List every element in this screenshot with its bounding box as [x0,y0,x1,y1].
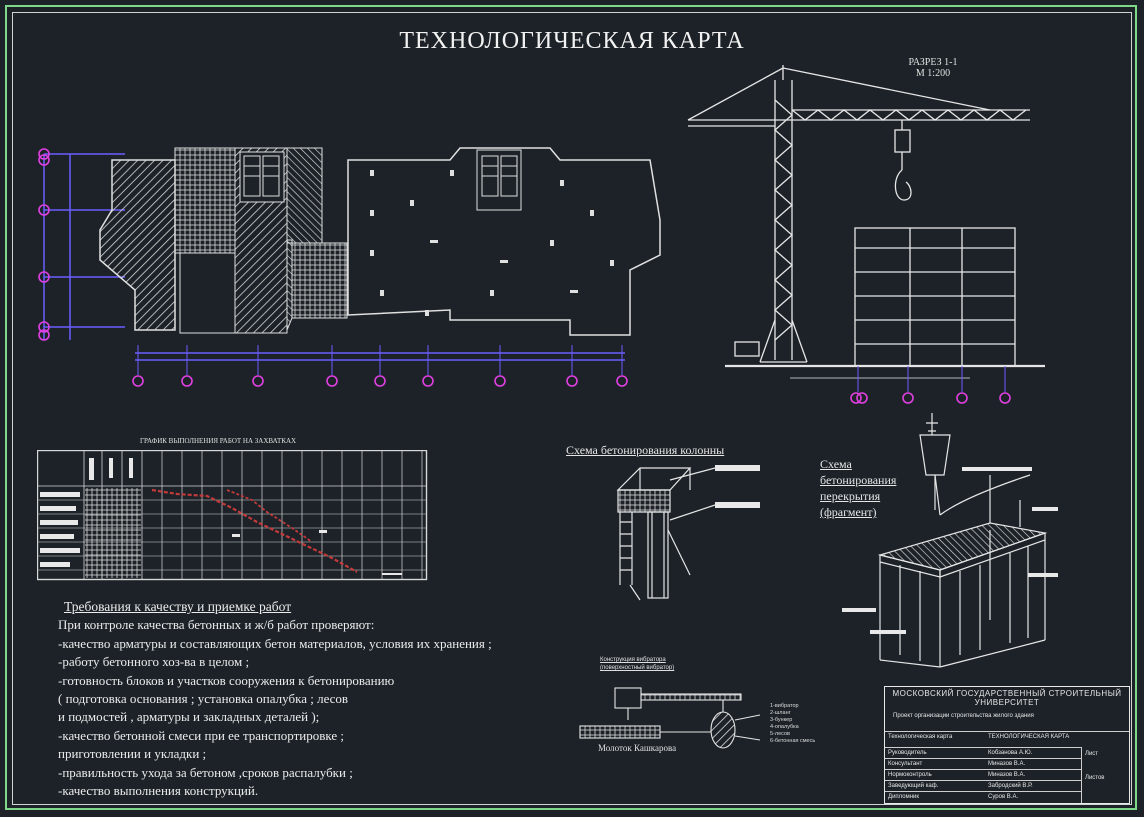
legend-item: 4-опалубка [770,724,799,730]
project-name: Проект организации строительства жилого … [893,713,1034,719]
title-block-row: Руководитель Кобзанова А.Ю. [885,747,1081,758]
requirement-line: приготовлении и укладки ; [58,746,207,762]
slab-scheme-title: Схема бетонирования перекрытия (фрагмент… [820,456,896,520]
drawing-frame [5,5,1137,810]
legend-item: 6-бетонная смесь [770,738,816,744]
floor-plan [38,147,661,387]
title-block-divider [1081,747,1082,803]
vibrator-caption-2: (поверхностный вибратор) [600,665,675,671]
schedule-graph [37,450,428,581]
person: Кобзанова А.Ю. [988,750,1033,756]
requirement-line: При контроле качества бетонных и ж/б раб… [58,617,375,633]
requirement-line: и подмостей , арматуры и закладных детал… [58,709,320,725]
vibrator-caption: Конструкция вибратора (поверхностный виб… [600,656,674,672]
sheets-count-label: Листов [1085,775,1105,781]
title-block-row: Консультант Миназов В.А. [885,758,1081,769]
requirement-line: -качество выполнения конструкций. [58,783,259,799]
role: Дипломник [888,794,919,800]
left-axis [43,153,125,340]
person: Миназов В.А. [988,761,1026,767]
university-name: МОСКОВСКИЙ ГОСУДАРСТВЕННЫЙ СТРОИТЕЛЬНЫЙ … [892,689,1122,707]
sheet-number-label: Лист [1085,751,1099,757]
sheet-label: Технологическая карта [888,734,953,740]
person: Суров В.А. [988,794,1019,800]
title-block-row: Нормоконтроль Миназов В.А. [885,769,1081,780]
person: Миназов В.А. [988,772,1026,778]
title-block-row: Заведующий каф. Забродский В.Р. [885,780,1081,791]
vibrator-label: Молоток Кашкарова [598,743,677,753]
quality-requirements: Требования к качеству и приемке работ Пр… [58,598,618,800]
title-block: МОСКОВСКИЙ ГОСУДАРСТВЕННЫЙ СТРОИТЕЛЬНЫЙ … [884,686,1130,804]
person: Забродский В.Р. [988,783,1033,789]
requirements-heading: Требования к качеству и приемке работ [64,599,292,614]
drawing-inner-frame [12,12,1132,805]
requirement-line: -качество бетонной смеси при ее транспор… [58,727,344,743]
role: Консультант [888,761,923,767]
section-scale: М 1:200 [915,68,951,79]
column-scheme [616,465,760,601]
crane-section [687,65,1045,404]
sheet-name: ТЕХНОЛОГИЧЕСКАЯ КАРТА [988,734,1070,740]
requirement-line: -качество арматуры и составляющих бетон … [58,635,492,651]
requirement-line: -готовность блоков и участков сооружения… [58,672,395,688]
role: Нормоконтроль [888,772,932,778]
vibrator-caption-1: Конструкция вибратора [600,657,666,663]
legend-item: 1-вибратор [770,703,799,709]
slab-title-3: перекрытия [820,489,881,503]
sheet-title: ТЕХНОЛОГИЧЕСКАЯ КАРТА [399,28,745,54]
requirement-line: -работу бетонного хоз-ва в целом ; [58,654,250,670]
requirement-line: -правильность ухода за бетоном ,сроков р… [58,764,353,780]
section-label: РАЗРЕЗ 1-1 М 1:200 [903,57,963,79]
vibrator-detail [579,687,761,749]
vibrator-legend: 1-вибратор 2-шланг 3-бункер 4-опалубка 5… [770,703,815,745]
title-block-row: Дипломник Суров В.А. [885,791,1081,802]
role: Руководитель [888,750,927,756]
column-scheme-title: Схема бетонирования колонны [566,443,725,457]
legend-item: 3-бункер [770,717,793,723]
role: Заведующий каф. [888,783,939,789]
schedule-title: ГРАФИК ВЫПОЛНЕНИЯ РАБОТ НА ЗАХВАТКАХ [140,437,297,445]
slab-title-1: Схема [820,457,852,471]
legend-item: 5-лесов [770,731,790,737]
slab-title-4: (фрагмент) [820,505,877,519]
legend-item: 2-шланг [770,710,791,716]
requirement-line: ( подготовка основания ; установка опалу… [58,691,349,707]
slab-scheme [842,413,1058,668]
slab-title-2: бетонирования [820,473,897,487]
title-block-sheet-row: Технологическая карта ТЕХНОЛОГИЧЕСКАЯ КА… [885,731,1129,742]
section-title: РАЗРЕЗ 1-1 [908,57,958,68]
